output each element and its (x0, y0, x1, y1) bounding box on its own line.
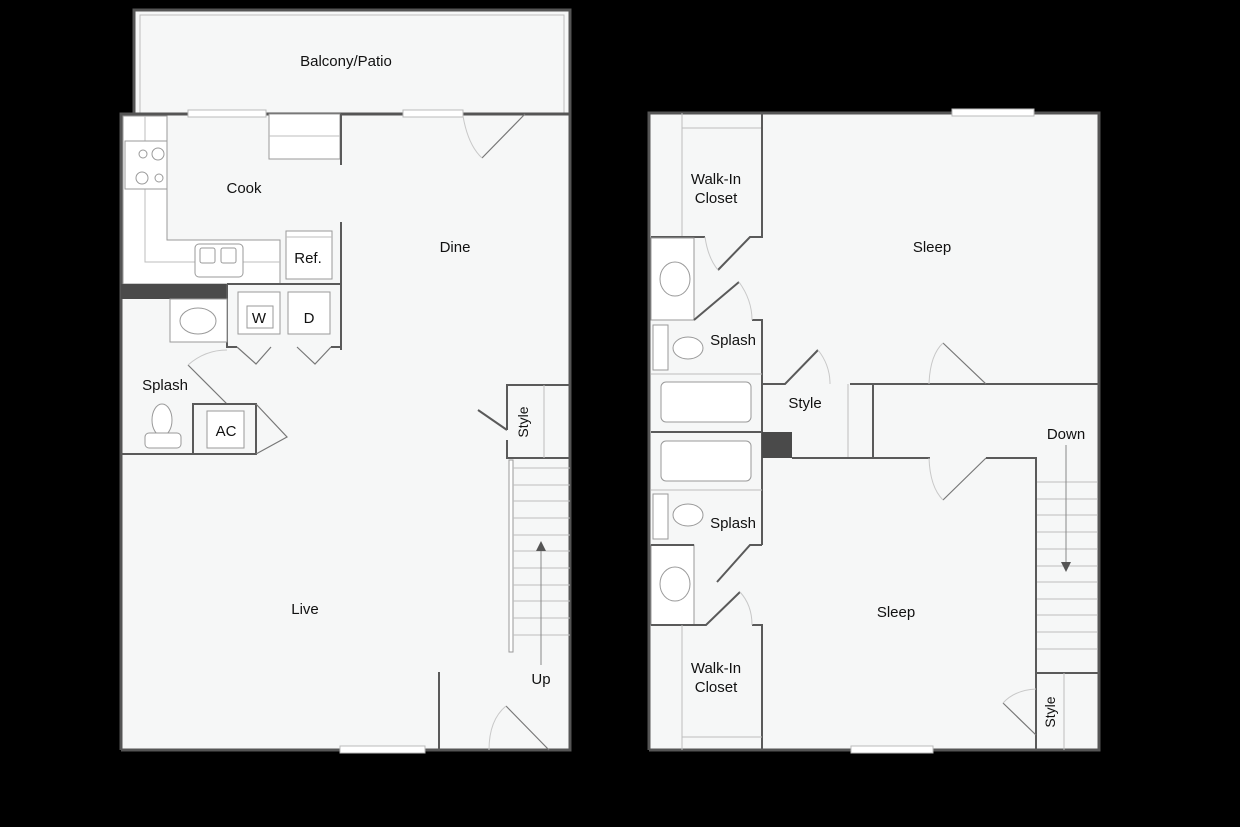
room-label-dine: Dine (440, 239, 471, 256)
label-dryer: D (304, 310, 315, 327)
label-washer: W (252, 310, 267, 327)
first-floor: Balcony/Patio Cook Dine Ref. W D Splash … (119, 8, 572, 754)
room-label-walkin-bottom-1: Walk-In (691, 660, 741, 677)
room-label-splash-top: Splash (710, 332, 756, 349)
room-label-walkin-top-1: Walk-In (691, 171, 741, 188)
label-ac: AC (216, 423, 237, 440)
room-label-splash: Splash (142, 377, 188, 394)
room-label-splash-bottom: Splash (710, 515, 756, 532)
room-label-cook: Cook (226, 180, 262, 197)
room-label-walkin-top-2: Closet (695, 190, 738, 207)
label-refrigerator: Ref. (294, 250, 322, 267)
second-floor: Walk-In Closet Sleep Splash Style Splash… (647, 108, 1101, 754)
room-label-sleep-top: Sleep (913, 239, 951, 256)
room-label-balcony: Balcony/Patio (300, 53, 392, 70)
room-label-walkin-bottom-2: Closet (695, 679, 738, 696)
room-label-live: Live (291, 601, 319, 618)
room-label-sleep-bottom: Sleep (877, 604, 915, 621)
room-label-style-mid: Style (788, 395, 821, 412)
room-label-style: Style (515, 406, 531, 437)
stairs-label-up: Up (531, 671, 550, 688)
room-label-style-corner: Style (1042, 696, 1058, 727)
stairs-label-down: Down (1047, 426, 1085, 443)
